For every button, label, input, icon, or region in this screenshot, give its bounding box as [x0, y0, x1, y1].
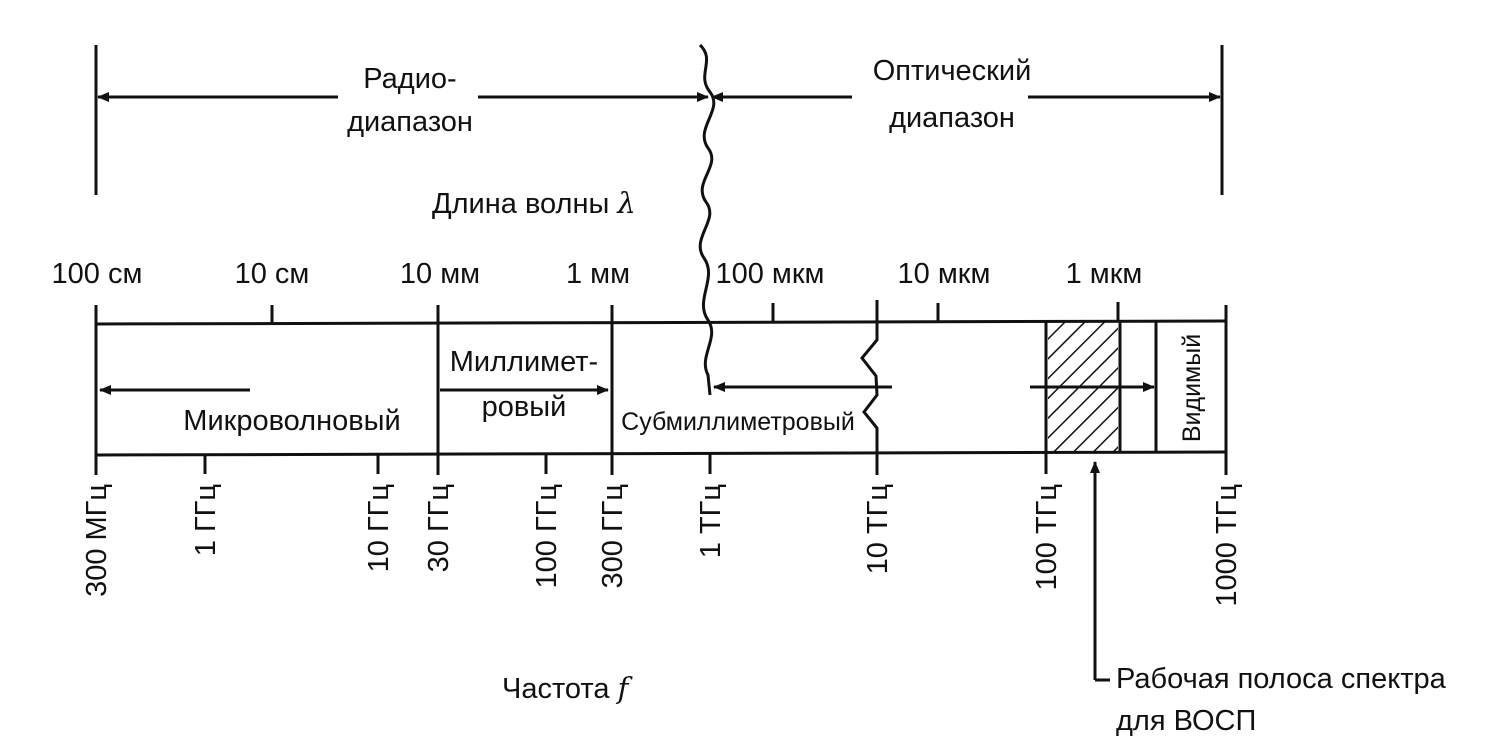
radio-range-label-line2: диапазон: [347, 106, 473, 138]
frequency-tick-label: 300 МГц: [81, 484, 113, 597]
frequency-tick-label: 1000 ТГц: [1211, 484, 1243, 607]
wavelength-tick-label: 10 мкм: [898, 258, 991, 290]
wavelength-tick-label: 100 см: [52, 258, 143, 290]
frequency-tick-label: 10 ГГц: [363, 484, 395, 572]
wavelength-tick-label: 10 см: [235, 258, 310, 290]
optical-range-label-line1: Оптический: [873, 55, 1032, 87]
working-band-label-line2: для ВОСП: [1116, 705, 1256, 737]
visible-band-label: Видимый: [1178, 334, 1206, 442]
frequency-tick-labels: 300 МГц 1 ГГц 10 ГГц 30 ГГц 100 ГГц 300 ГГц 1 …: [81, 484, 1243, 607]
frequency-tick-label: 100 ГГц: [531, 484, 563, 588]
millimeter-band-label-line2: ровый: [482, 391, 567, 423]
microwave-band-label: Микроволновый: [183, 405, 400, 437]
frequency-tick-label: 100 ТГц: [1031, 484, 1063, 590]
frequency-tick-label: 30 ГГц: [423, 484, 455, 572]
wavelength-tick-label: 1 мкм: [1066, 258, 1143, 290]
millimeter-band-label-line1: Миллимет-: [450, 346, 598, 378]
range-boundary-wave: [698, 43, 716, 396]
frequency-axis-title: Частота f: [502, 671, 634, 705]
wavelength-tick-labels: 100 см 10 см 10 мм 1 мм 100 мкм 10 мкм 1 мкм: [52, 258, 1143, 290]
wavelength-axis-title: Длина волны λ: [432, 186, 636, 220]
frequency-tick-label: 1 ТГц: [695, 484, 727, 558]
band-top-line: [95, 319, 1227, 326]
band-bottom-line: [95, 450, 1227, 457]
frequency-tick-label: 300 ГГц: [597, 484, 629, 588]
radio-range-label-line1: Радио-: [363, 63, 456, 95]
working-band-label-line1: Рабочая полоса спектра: [1116, 663, 1447, 695]
optical-range-label-line2: диапазон: [889, 102, 1015, 134]
wavelength-tick-label: 10 мм: [400, 258, 480, 290]
wavelength-tick-label: 100 мкм: [715, 258, 824, 290]
wavelength-tick-label: 1 мм: [566, 258, 630, 290]
frequency-tick-label: 1 ГГц: [190, 484, 222, 556]
submillimeter-band-label: Субмиллиметровый: [621, 408, 855, 436]
frequency-tick-label: 10 ТГц: [862, 484, 894, 574]
